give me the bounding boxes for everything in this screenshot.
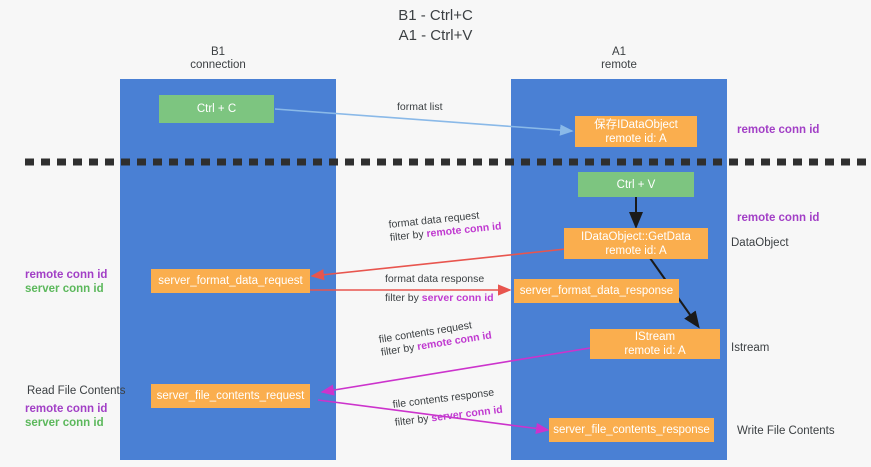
box-istream-line2: remote id: A <box>624 345 686 357</box>
box-save-idataobject-line1: 保存IDataObject <box>594 118 678 131</box>
box-save-idataobject[interactable]: 保存IDataObject remote id: A <box>575 116 697 147</box>
arrow-label-format-data-response-line1: format data response <box>385 273 485 285</box>
arrow-label-format-data-response: format data response filter by server co… <box>385 273 494 305</box>
side-label-dataobject: DataObject <box>731 237 789 249</box>
side-label-remote-conn-id-mid: remote conn id <box>737 212 820 224</box>
column-header-a1-subtitle: remote <box>601 59 637 71</box>
arrow-label-file-contents-response: file contents response filter by server … <box>392 386 504 430</box>
box-server-file-contents-response[interactable]: server_file_contents_response <box>549 418 714 442</box>
arrow-label-format-data-response-line2: filter by server conn id <box>385 292 494 305</box>
side-label-left-remote-conn-id-2: remote conn id <box>25 403 108 415</box>
side-label-left-server-conn-id-2: server conn id <box>25 417 104 429</box>
column-header-b1-subtitle: connection <box>190 59 246 71</box>
side-label-istream: Istream <box>731 342 770 354</box>
arrow-label-format-list-text: format list <box>397 101 443 113</box>
box-idataobject-getdata-line1: IDataObject::GetData <box>581 230 691 243</box>
side-label-left-remote-conn-id-1: remote conn id <box>25 269 108 281</box>
box-server-file-contents-request-label: server_file_contents_request <box>156 390 305 402</box>
box-server-format-data-response-label: server_format_data_response <box>519 285 674 297</box>
file-contents-response-filter-key: server conn id <box>430 403 504 425</box>
column-header-a1-title: A1 <box>611 46 627 58</box>
format-data-response-filter-prefix: filter by <box>385 292 422 304</box>
side-label-read-file-contents: Read File Contents <box>27 385 126 397</box>
column-header-b1: B1 connection <box>148 46 288 72</box>
side-label-remote-conn-id-top: remote conn id <box>737 124 820 136</box>
box-ctrl-v[interactable]: Ctrl + V <box>578 172 694 197</box>
box-server-format-data-request-label: server_format_data_request <box>158 275 303 287</box>
title-line-2: A1 - Ctrl+V <box>398 27 473 44</box>
box-save-idataobject-line2: remote id: A <box>605 132 667 145</box>
column-header-a1: A1 remote <box>549 46 689 72</box>
box-ctrl-v-label: Ctrl + V <box>616 178 656 191</box>
file-contents-response-filter-prefix: filter by <box>394 412 433 429</box>
format-data-response-filter-key: server conn id <box>421 292 494 304</box>
box-server-file-contents-response-label: server_file_contents_response <box>553 424 710 436</box>
box-istream[interactable]: IStream remote id: A <box>590 329 720 359</box>
arrow-label-format-list: format list <box>397 101 443 114</box>
box-istream-line1: IStream <box>634 331 676 343</box>
arrow-label-file-contents-request: file contents request filter by remote c… <box>378 316 493 359</box>
box-ctrl-c-label: Ctrl + C <box>196 103 237 115</box>
side-label-write-file-contents: Write File Contents <box>737 425 835 437</box>
box-server-format-data-response[interactable]: server_format_data_response <box>514 279 679 303</box>
box-server-format-data-request[interactable]: server_format_data_request <box>151 269 310 293</box>
box-server-file-contents-request[interactable]: server_file_contents_request <box>151 384 310 408</box>
box-idataobject-getdata-line2: remote id: A <box>605 244 667 257</box>
title-line-1: B1 - Ctrl+C <box>398 7 473 24</box>
page-title: B1 - Ctrl+C A1 - Ctrl+V <box>0 6 871 46</box>
side-label-left-server-conn-id-1: server conn id <box>25 283 104 295</box>
format-data-request-filter-prefix: filter by <box>389 228 428 244</box>
box-ctrl-c[interactable]: Ctrl + C <box>159 95 274 123</box>
arrow-label-format-data-request: format data request filter by remote con… <box>388 207 502 245</box>
box-idataobject-getdata[interactable]: IDataObject::GetData remote id: A <box>564 228 708 259</box>
column-header-b1-title: B1 <box>210 46 226 58</box>
